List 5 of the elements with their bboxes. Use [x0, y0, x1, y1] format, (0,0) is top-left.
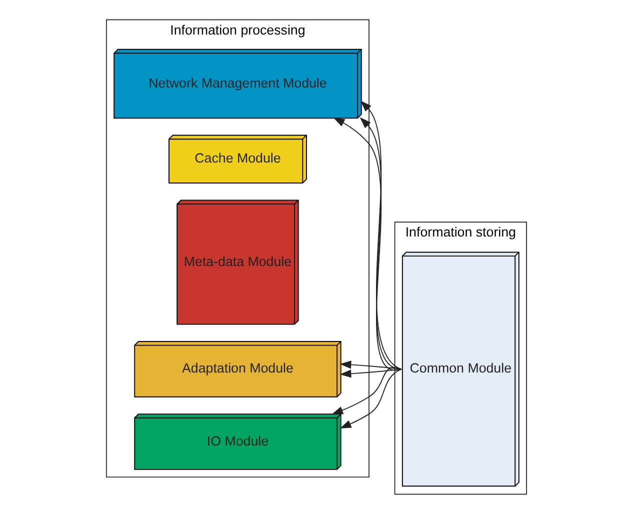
- arrow: [339, 368, 402, 428]
- arrow: [339, 360, 402, 370]
- arrow: [332, 118, 402, 370]
- arrow: [339, 368, 402, 378]
- arrow: [331, 366, 402, 415]
